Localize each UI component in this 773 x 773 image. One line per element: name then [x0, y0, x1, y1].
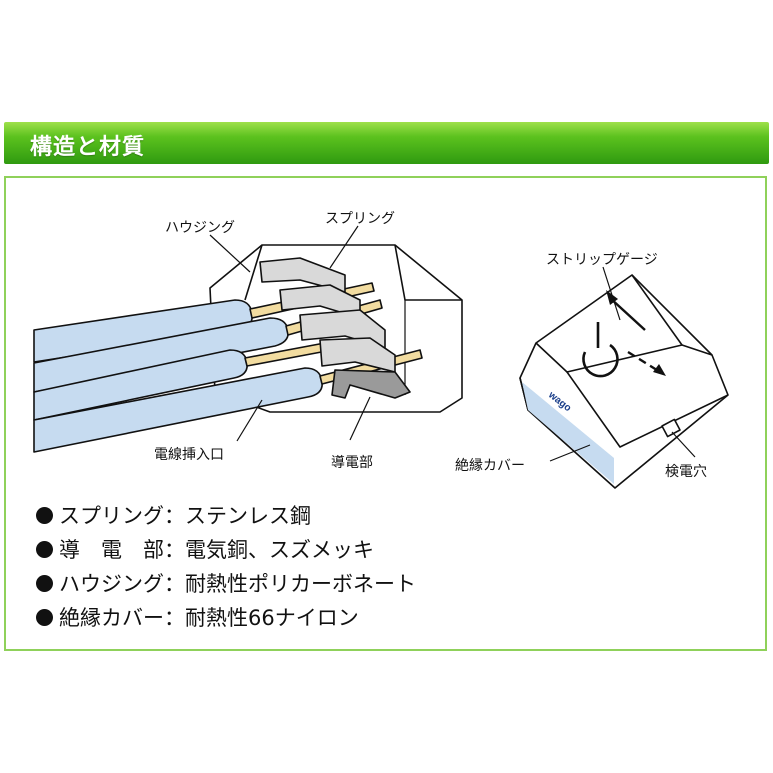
label-wire-inlet: 電線挿入口: [154, 447, 224, 463]
spec-row: 絶縁カバー：耐熱性66ナイロン: [36, 602, 359, 632]
spec-value: 耐熱性66ナイロン: [185, 606, 359, 630]
spec-name: スプリング: [59, 504, 164, 528]
spec-separator: ：: [164, 504, 185, 528]
label-insulation-cover: 絶縁カバー: [455, 458, 525, 474]
connector-top-illustration: [519, 274, 729, 489]
spec-name: 導 電 部: [59, 538, 164, 562]
label-conductor: 導電部: [331, 455, 373, 471]
connector-cutaway-illustration: [33, 244, 463, 453]
label-test-hole: 検電穴: [665, 464, 707, 480]
leader-lines-left: [209, 225, 371, 442]
leader-lines-right: [549, 266, 696, 462]
spec-name: ハウジング: [59, 572, 164, 596]
bullet-icon: [36, 609, 53, 626]
spec-name: 絶縁カバー: [59, 606, 164, 630]
power-symbol-icon: [582, 322, 619, 378]
spec-row: スプリング：ステンレス鋼: [36, 500, 311, 530]
label-strip-gauge: ストリップゲージ: [546, 252, 658, 268]
spec-separator: ：: [164, 606, 185, 630]
spec-separator: ：: [164, 538, 185, 562]
spec-value: ステンレス鋼: [185, 504, 311, 528]
strip-gauge-arrows: [606, 290, 666, 376]
spec-row: ハウジング：耐熱性ポリカーボネート: [36, 568, 416, 598]
label-housing: ハウジング: [165, 220, 235, 236]
bullet-icon: [36, 507, 53, 524]
spec-row: 導 電 部：電気銅、スズメッキ: [36, 534, 374, 564]
bullet-icon: [36, 575, 53, 592]
spec-value: 耐熱性ポリカーボネート: [185, 572, 416, 596]
bullet-icon: [36, 541, 53, 558]
spec-separator: ：: [164, 572, 185, 596]
spec-value: 電気銅、スズメッキ: [185, 538, 374, 562]
label-spring: スプリング: [325, 211, 395, 227]
section-title: 構造と材質: [30, 135, 146, 160]
section-header: 構造と材質: [4, 122, 769, 164]
